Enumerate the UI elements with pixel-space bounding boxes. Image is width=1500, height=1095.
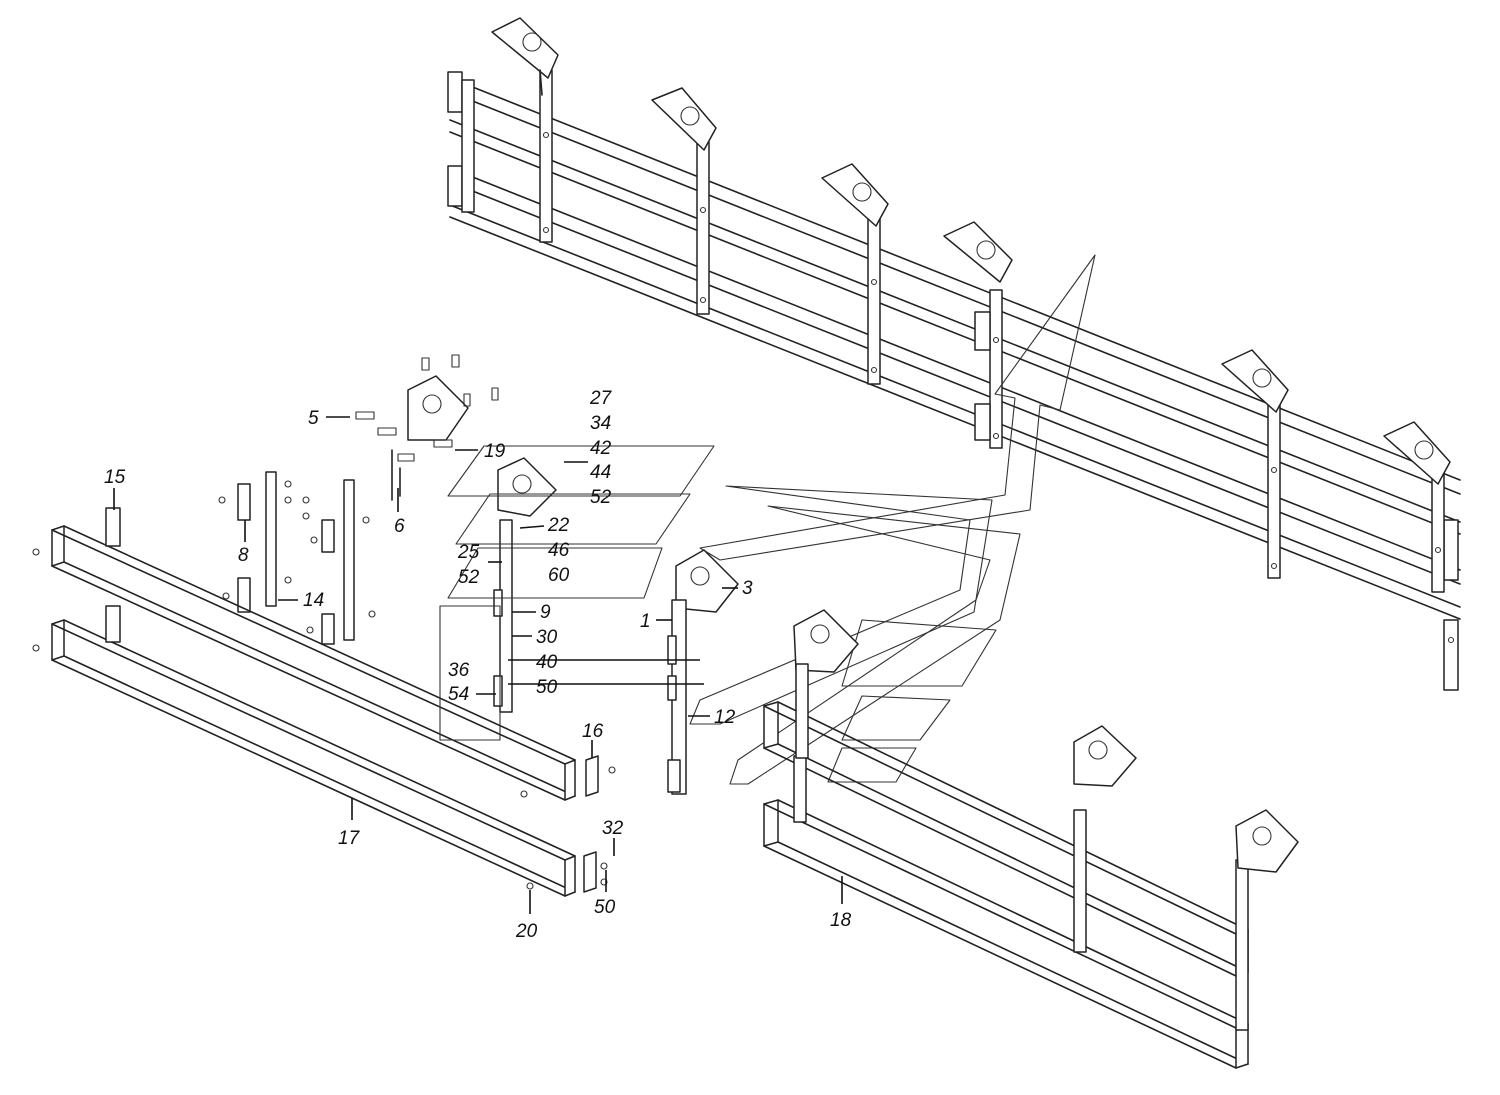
rear-rail-assembly (763, 609, 1299, 1069)
callout-16: 16 (582, 721, 604, 742)
callout-1: 1 (640, 611, 651, 632)
callout-25: 25 (457, 542, 480, 563)
callout-54: 54 (448, 684, 469, 705)
callout-30: 30 (536, 627, 558, 648)
long-side-rail-assembly (447, 17, 1461, 691)
stake-bracket (1221, 349, 1289, 413)
callout-5: 5 (308, 408, 319, 429)
callout-14: 14 (303, 590, 324, 611)
callout-52-top: 52 (590, 487, 612, 508)
callout-12: 12 (714, 707, 736, 728)
callout-50-mid: 50 (536, 677, 558, 698)
assembly-arrow (699, 254, 1096, 561)
stake-bracket (651, 87, 717, 151)
callout-52-mid: 52 (458, 567, 480, 588)
callout-19: 19 (484, 441, 506, 462)
callout-15: 15 (104, 467, 126, 488)
callout-20: 20 (515, 921, 538, 942)
callout-40: 40 (536, 652, 558, 673)
callout-27: 27 (589, 388, 613, 409)
leader-lines (113, 416, 843, 914)
exploded-stake (493, 457, 557, 713)
small-plates (520, 755, 616, 893)
callout-42: 42 (590, 438, 612, 459)
callout-18: 18 (830, 910, 852, 931)
callout-3: 3 (742, 578, 753, 599)
callout-22: 22 (547, 515, 570, 536)
callout-34: 34 (590, 413, 611, 434)
callout-17: 17 (338, 828, 361, 849)
stake-bracket (1383, 421, 1451, 485)
guide-frames (439, 445, 1021, 785)
front-rail-upper (32, 507, 576, 801)
callout-44: 44 (590, 462, 611, 483)
callout-50-bottom: 50 (594, 897, 616, 918)
stake-bracket (491, 17, 559, 96)
stake-assembly (667, 549, 739, 795)
vertical-plates (218, 471, 376, 645)
callout-8: 8 (238, 545, 249, 566)
exploded-bracket-hardware (355, 354, 499, 501)
callout-32: 32 (602, 818, 624, 839)
stake-bracket (943, 221, 1013, 283)
callout-46: 46 (548, 540, 570, 561)
callout-36: 36 (448, 660, 470, 681)
callout-6: 6 (394, 516, 405, 537)
callout-labels: 5 19 15 8 6 14 27 34 42 44 52 22 25 46 5… (104, 388, 852, 942)
callout-60: 60 (548, 565, 570, 586)
callout-9: 9 (540, 602, 551, 623)
front-rail-lower (32, 605, 576, 897)
stake-bracket (821, 163, 889, 227)
